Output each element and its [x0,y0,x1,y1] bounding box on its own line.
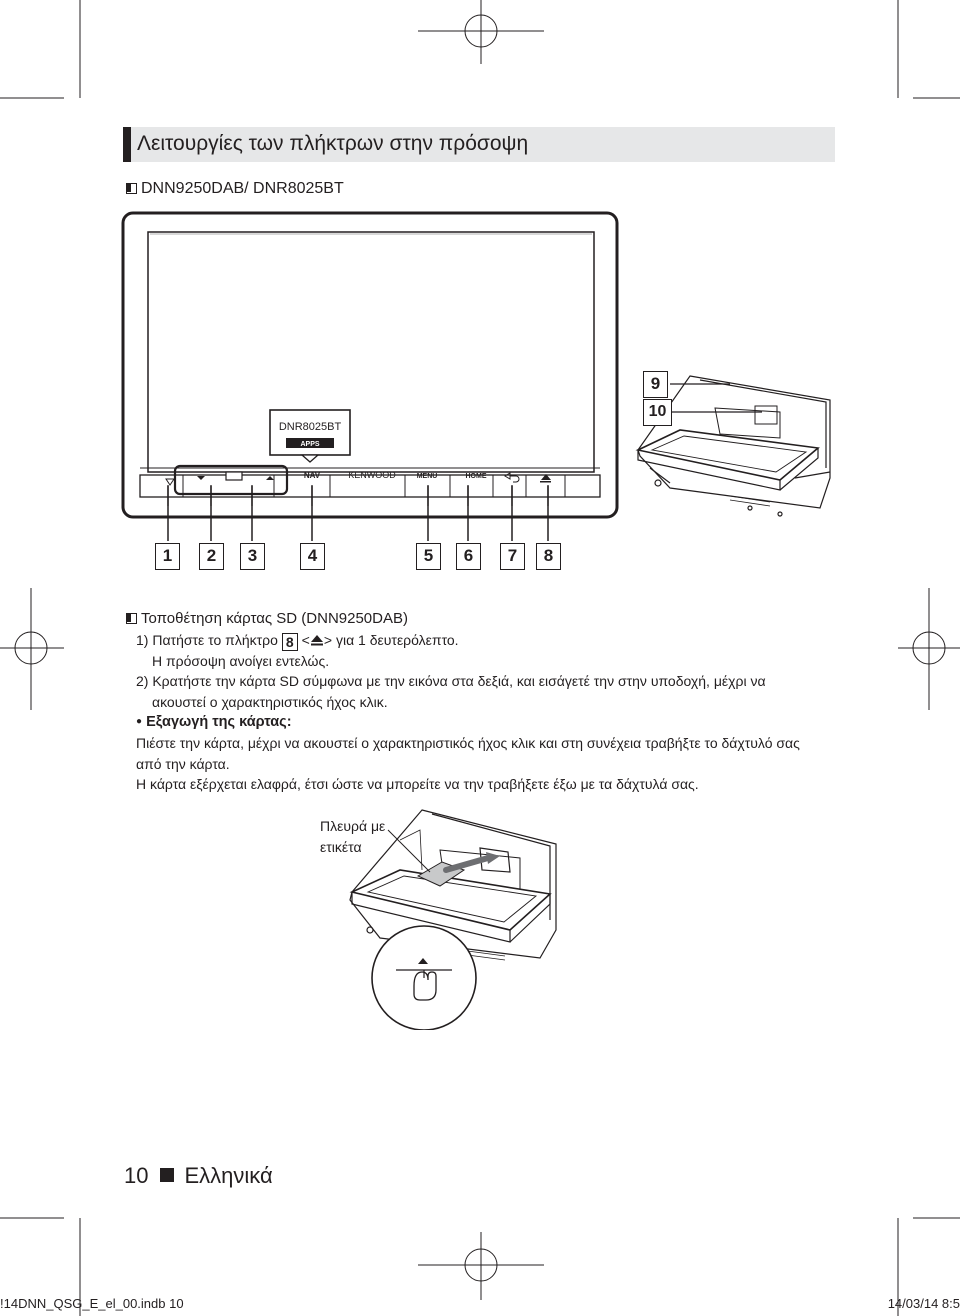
eject-icon [310,635,323,646]
callout-6: 6 [456,543,481,570]
step-1: 1) Πατήστε το πλήκτρο 8 <> για 1 δευτερό… [136,632,459,651]
callout-7: 7 [500,543,525,570]
model-badge: DNR8025BT [279,421,342,433]
key-8-reference: 8 [281,633,298,651]
step-1-suffix: για 1 δευτερόλεπτο. [335,632,459,648]
kenwood-logo: KENWOOD [348,470,396,480]
bullet-square-icon [126,183,137,194]
callout-3: 3 [240,543,265,570]
callout-4: 4 [300,543,325,570]
nav-button-label: NAV [304,471,321,480]
menu-button-label: MENU [417,473,438,480]
callout-leader-lines [167,486,549,541]
bullet-dot-icon: ● [136,716,143,727]
section-title: Λειτουργίες των πλήκτρων στην πρόσοψη [137,132,529,155]
eject-line-3: Η κάρτα εξέρχεται ελαφρά, έτσι ώστε να μ… [136,776,699,792]
eject-heading-text: Εξαγωγή της κάρτας: [146,714,292,730]
triangle-down-icon [165,478,175,486]
apps-label: APPS [300,441,319,448]
callout-8: 8 [536,543,561,570]
callout-2: 2 [199,543,224,570]
open-panel-illustration [635,375,831,517]
sd-card-insertion-illustration [349,809,557,1030]
model-heading: DNN9250DAB/ DNR8025BT [126,180,344,198]
volume-buttons-highlight [173,464,289,496]
front-panel-illustration: DNR8025BT APPS NAV KENWOOD MENU HOME [121,211,619,519]
callout-9: 9 [643,371,668,398]
print-footer-left: !14DNN_QSG_E_el_00.indb 10 [0,1296,184,1311]
page-number: 10 [124,1163,149,1188]
volume-down-icon [197,476,205,480]
page-marker-block [160,1168,175,1182]
callout-5: 5 [416,543,441,570]
eject-line-1: Πιέστε την κάρτα, μέχρι να ακουστεί ο χα… [136,735,800,751]
model-heading-text: DNN9250DAB/ DNR8025BT [141,180,344,197]
mute-indicator [225,471,243,481]
volume-up-icon [266,476,274,480]
callout-1: 1 [155,543,180,570]
label-side-line-2: ετικέτα [320,839,362,855]
eject-line-2: από την κάρτα. [136,756,230,772]
back-icon [504,472,520,483]
sd-heading-text: Τοποθέτηση κάρτας SD (DNN9250DAB) [141,610,408,627]
language-label: Ελληνικά [184,1163,273,1188]
step-2-line-2: ακουστεί ο χαρακτηριστικός ήχος κλικ. [152,694,388,710]
eject-icon [418,958,428,964]
eject-icon [541,474,551,480]
eject-heading: ● Εξαγωγή της κάρτας: [136,714,292,730]
page-footer-label: 10 Ελληνικά [124,1163,273,1189]
label-side-line-1: Πλευρά με [320,818,386,834]
step-2-line-1: 2) Κρατήστε την κάρτα SD σύμφωνα με την … [136,673,766,689]
print-footer-right: 14/03/14 8:5 [887,1296,960,1311]
title-accent-block [123,127,131,162]
bullet-square-icon [126,613,137,624]
step-1-line-2: Η πρόσοψη ανοίγει εντελώς. [152,653,330,669]
step-1-prefix: 1) Πατήστε το πλήκτρο [136,632,278,648]
sd-section-heading: Τοποθέτηση κάρτας SD (DNN9250DAB) [126,610,408,627]
callout-10: 10 [643,399,672,426]
finger-press-icon [413,971,437,1001]
section-title-bar: Λειτουργίες των πλήκτρων στην πρόσοψη [123,127,835,162]
home-button-label: HOME [466,473,487,480]
